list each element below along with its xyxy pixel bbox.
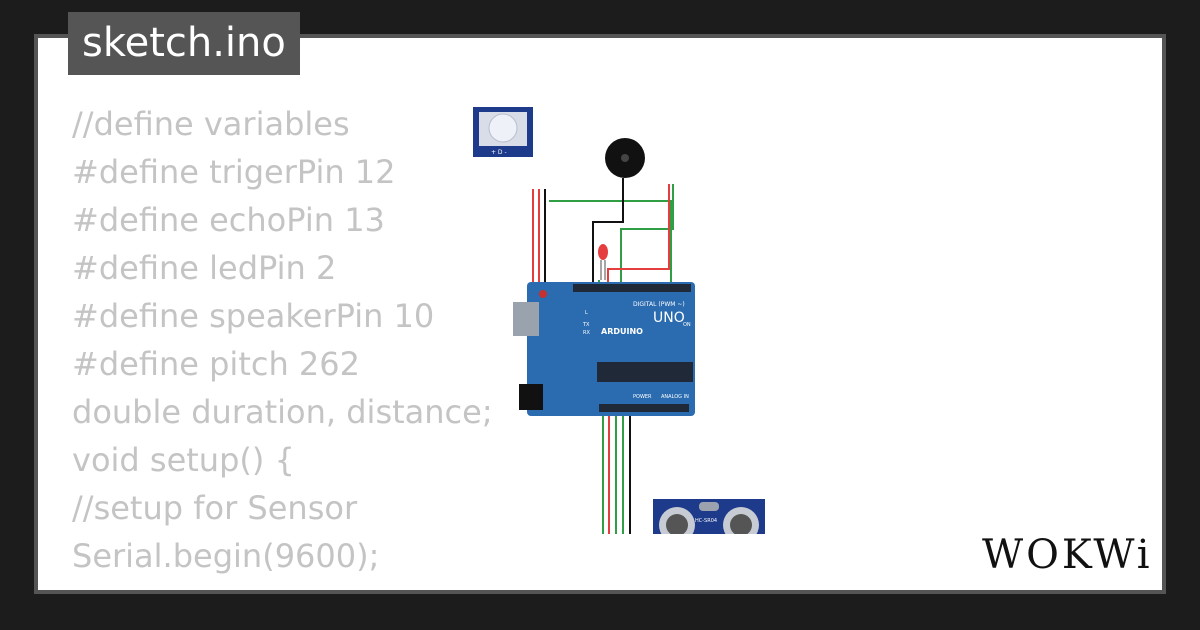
file-name-tab: sketch.ino xyxy=(68,12,300,75)
pir-sensor: + D - xyxy=(473,107,533,157)
wokwi-logo: WOKWi xyxy=(982,532,1153,578)
led xyxy=(598,244,608,280)
svg-text:+ D -: + D - xyxy=(491,149,507,156)
board-model: UNO xyxy=(653,310,685,326)
on-label: ON xyxy=(683,322,691,328)
circuit-diagram: + D - xyxy=(473,107,765,534)
l-label: L xyxy=(585,310,588,316)
code-line: #define echoPin 13 xyxy=(72,201,385,239)
power-label: POWER xyxy=(633,394,652,400)
code-line: #define speakerPin 10 xyxy=(72,297,435,335)
board-brand: ARDUINO xyxy=(601,327,643,336)
ultrasonic-sensor: HC-SR04 xyxy=(653,499,765,534)
buzzer xyxy=(605,138,645,178)
code-line: pinMode(trigerPin, OUTPUT); xyxy=(72,580,531,590)
code-line: #define trigerPin 12 xyxy=(72,153,396,191)
code-line: void setup() { xyxy=(72,441,295,479)
code-line: //define variables xyxy=(72,105,350,143)
analog-label: ANALOG IN xyxy=(661,394,689,400)
code-line: #define pitch 262 xyxy=(72,345,360,383)
svg-text:WOKWi: WOKWi xyxy=(982,532,1153,578)
code-line: Serial.begin(9600); xyxy=(72,537,380,575)
arduino-uno-board: DIGITAL (PWM ~) UNO ARDUINO POWER ANALOG… xyxy=(513,282,695,416)
preview-card: //define variables #define trigerPin 12 #d… xyxy=(34,34,1166,594)
code-listing: //define variables #define trigerPin 12 #d… xyxy=(72,100,531,590)
tx-label: TX xyxy=(582,322,590,328)
code-line: //setup for Sensor xyxy=(72,489,358,527)
rx-label: RX xyxy=(583,330,590,336)
code-line: double duration, distance; xyxy=(72,393,493,431)
digital-label: DIGITAL (PWM ~) xyxy=(633,301,685,308)
code-line: #define ledPin 2 xyxy=(72,249,337,287)
sensor-model: HC-SR04 xyxy=(695,518,717,524)
